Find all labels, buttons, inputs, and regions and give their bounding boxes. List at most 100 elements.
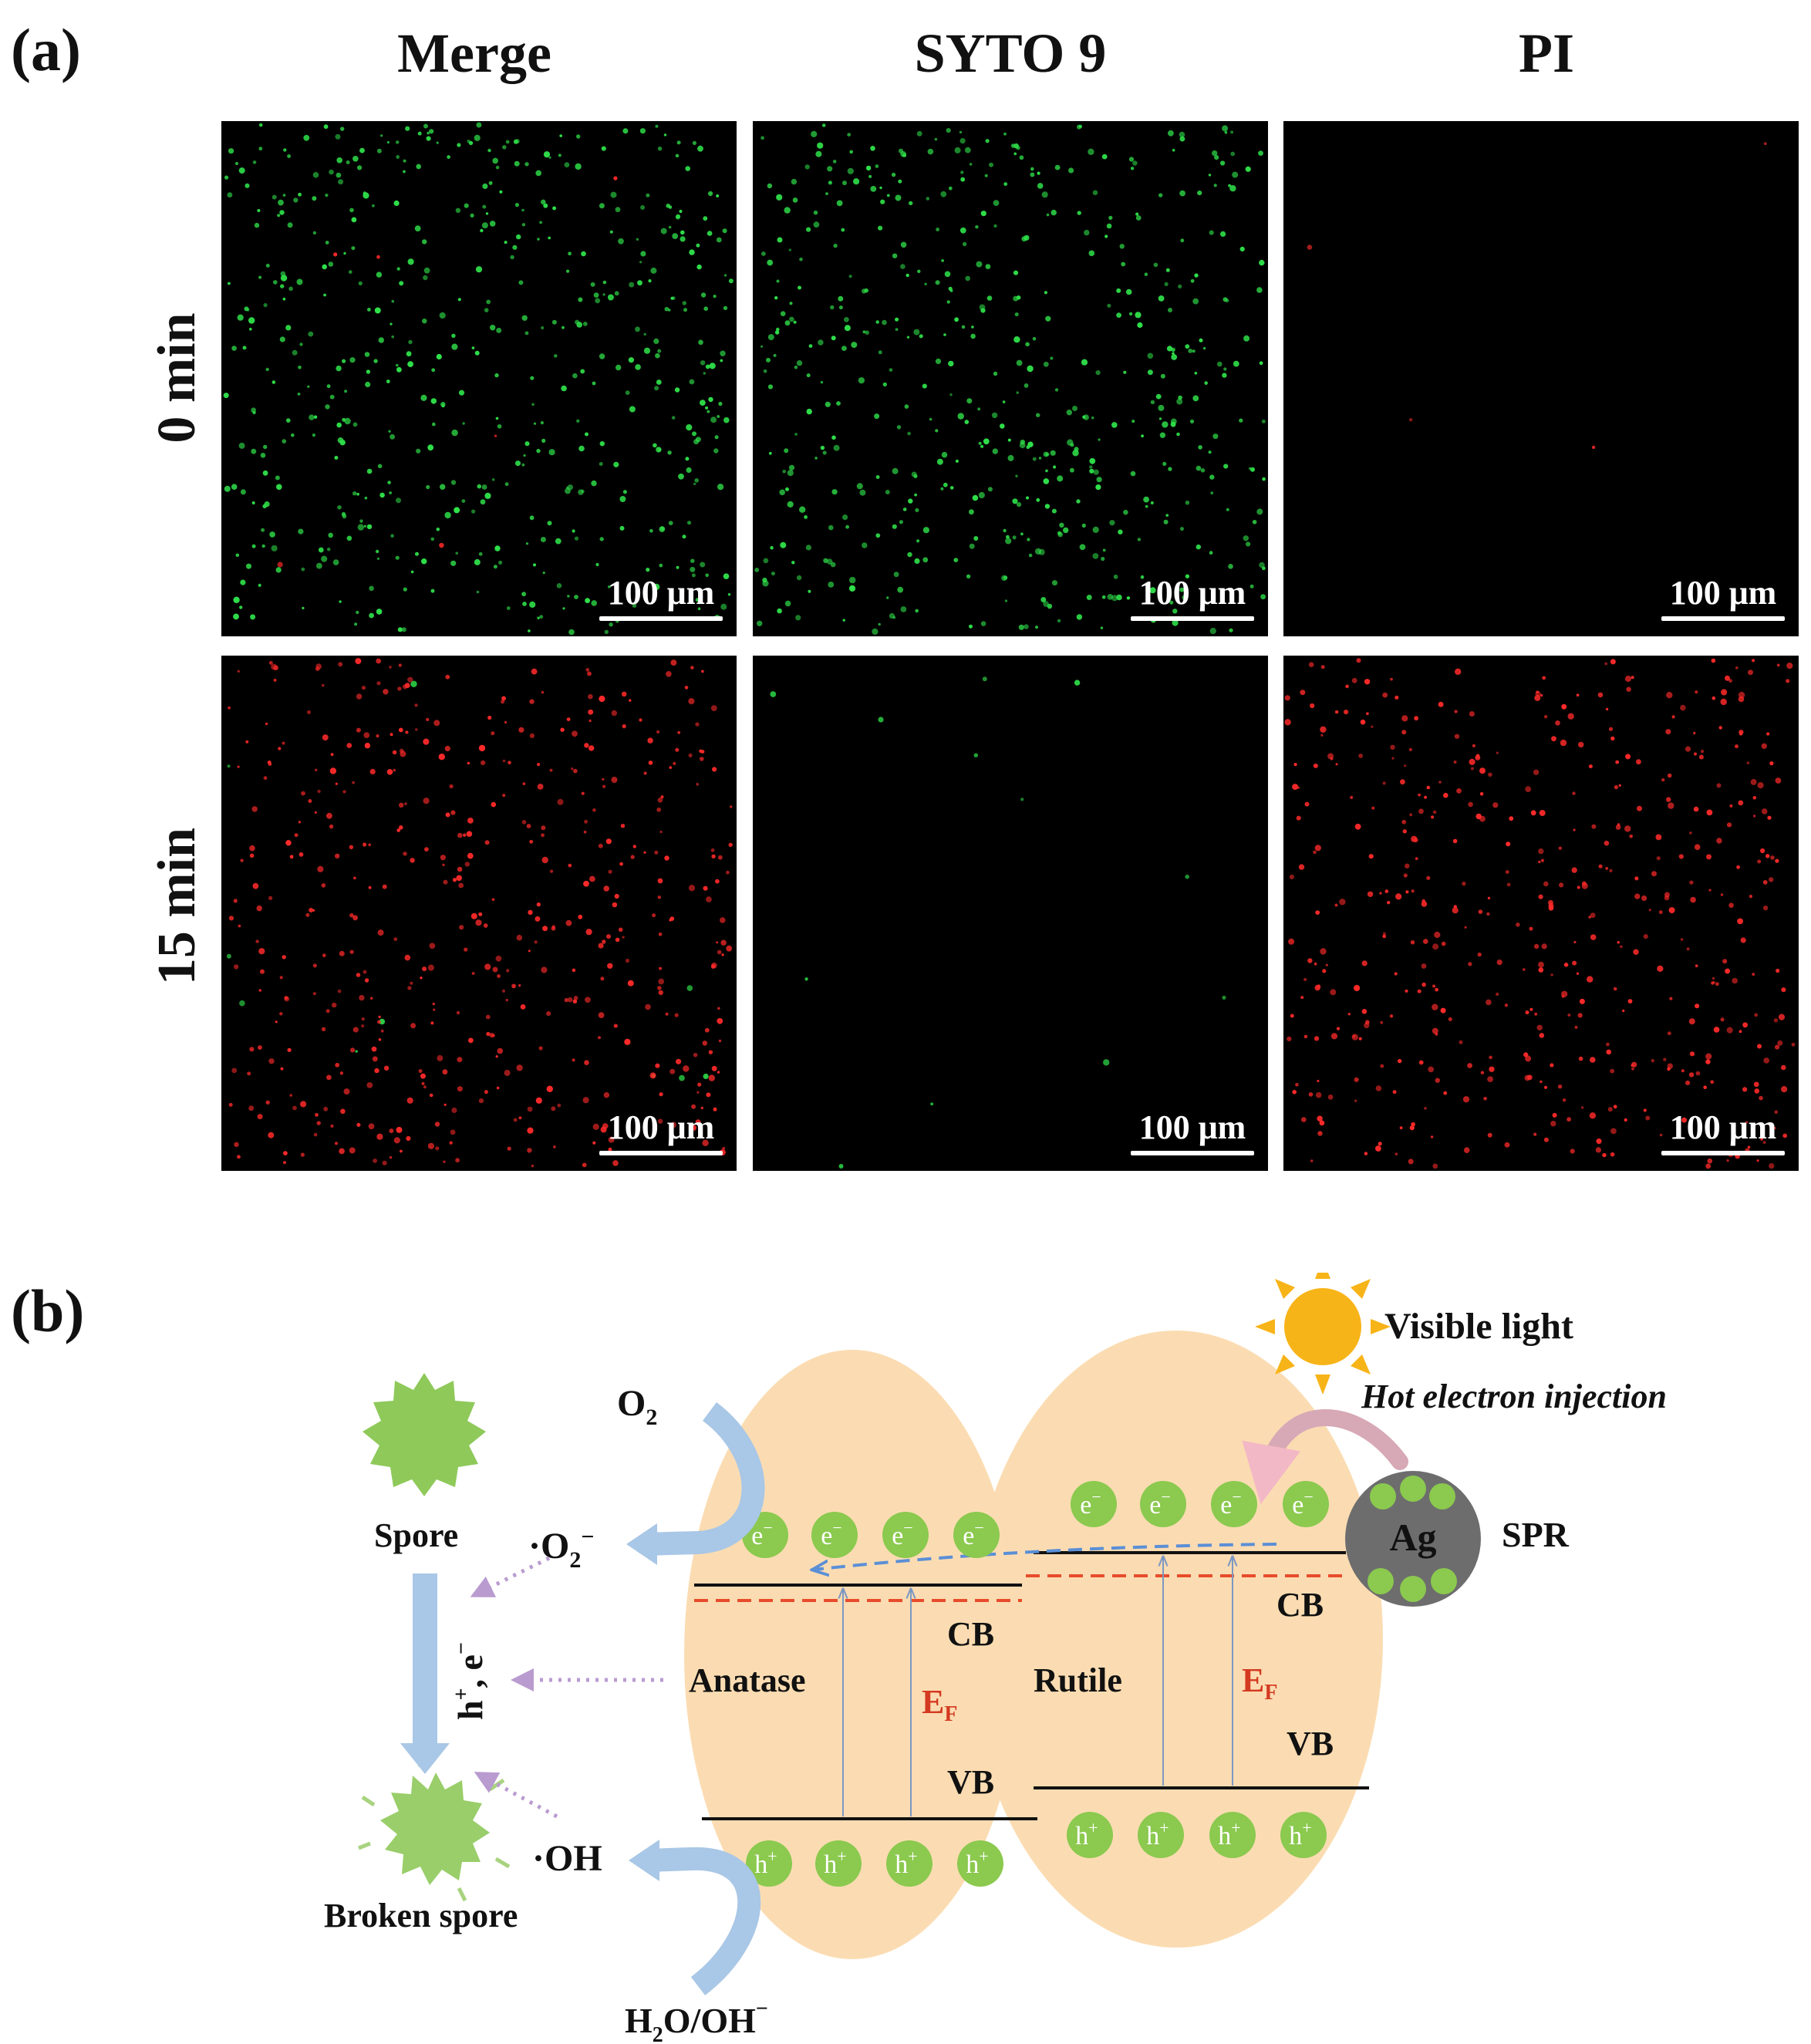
cell-dot <box>353 876 356 880</box>
cell-dot <box>1228 564 1233 569</box>
cell-dot <box>1538 894 1543 899</box>
cell-dot <box>1147 369 1153 376</box>
cell-dot <box>1725 968 1730 974</box>
cell-dot <box>376 681 381 686</box>
cell-dot <box>647 737 653 744</box>
cell-dot <box>1088 148 1094 155</box>
cell-dot <box>323 1106 329 1111</box>
cell-dot <box>439 312 446 319</box>
cell-dot <box>1171 354 1178 360</box>
cell-dot <box>490 325 496 331</box>
cell-dot <box>501 700 505 704</box>
cell-dot <box>820 380 824 384</box>
cell-dot <box>1765 854 1770 858</box>
cell-dot <box>1462 1096 1470 1103</box>
cell-dot <box>1098 438 1101 441</box>
cell-dot <box>1107 594 1114 600</box>
cell-dot <box>495 955 502 962</box>
cell-dot <box>1092 553 1099 559</box>
cell-dot <box>487 715 492 720</box>
cell-dot <box>1246 541 1251 547</box>
cell-dot <box>680 230 685 235</box>
cell-dot <box>836 401 841 406</box>
cell-dot <box>476 122 482 128</box>
cell-dot <box>1681 1117 1687 1123</box>
cell-dot <box>1435 987 1438 992</box>
cell-dot <box>512 245 518 250</box>
cell-dot <box>344 390 348 393</box>
cell-dot <box>430 1021 434 1025</box>
cell-dot <box>1358 1037 1362 1041</box>
cell-dot <box>601 146 606 151</box>
cell-dot <box>838 295 844 302</box>
cell-dot <box>1239 418 1243 423</box>
cell-dot <box>1256 287 1263 293</box>
cell-dot <box>1651 1059 1654 1063</box>
cell-dot <box>892 253 898 258</box>
cell-dot <box>1761 743 1767 749</box>
cell-dot <box>313 415 318 419</box>
cell-dot <box>785 487 789 491</box>
cell-dot <box>430 537 435 541</box>
cell-dot <box>1319 1120 1325 1126</box>
fluorescence-dots <box>754 123 1266 636</box>
cell-dot <box>346 743 352 748</box>
cell-dot <box>886 596 889 599</box>
cell-dot <box>1229 628 1233 632</box>
cell-dot <box>480 228 484 233</box>
cell-dot <box>377 464 383 469</box>
cell-dot <box>1296 815 1301 821</box>
cell-dot <box>1762 905 1769 911</box>
cell-dot <box>1775 1044 1780 1050</box>
cell-dot <box>390 322 393 325</box>
cell-dot <box>350 1047 356 1053</box>
cell-dot <box>238 167 245 174</box>
cell-dot <box>1059 522 1064 528</box>
cell-dot <box>817 142 824 149</box>
cell-dot <box>791 178 798 185</box>
cell-dot <box>422 966 427 972</box>
cell-dot <box>226 953 231 959</box>
cell-dot <box>603 885 609 892</box>
column-header-syto9: SYTO 9 <box>914 22 1107 84</box>
cell-dot <box>588 693 593 700</box>
cell-dot <box>1209 551 1213 555</box>
degradation-arrow-shaft <box>413 1573 437 1747</box>
cell-dot <box>365 978 369 983</box>
cell-dot <box>1322 969 1327 973</box>
cell-dot <box>423 275 428 281</box>
cell-dot <box>1135 212 1139 216</box>
cell-dot <box>346 160 350 164</box>
cell-dot <box>572 730 578 737</box>
cell-dot <box>656 379 662 385</box>
cell-dot <box>1315 910 1320 915</box>
cell-dot <box>1380 1064 1384 1068</box>
cell-dot <box>1308 662 1314 667</box>
cell-dot <box>1125 288 1132 295</box>
cell-dot <box>354 622 358 626</box>
cell-dot <box>1424 795 1427 799</box>
cell-dot <box>669 1068 676 1074</box>
cell-dot <box>679 210 683 213</box>
cell-dot <box>948 186 953 191</box>
cell-dot <box>316 1121 321 1125</box>
cell-dot <box>726 945 733 952</box>
cell-dot <box>392 750 397 755</box>
cell-dot <box>228 1102 233 1107</box>
cell-dot <box>906 336 910 339</box>
cell-dot <box>352 915 358 921</box>
cell-dot <box>305 912 310 917</box>
cell-dot <box>1320 734 1324 737</box>
cell-dot <box>1775 858 1779 863</box>
cell-dot <box>1100 626 1104 629</box>
cell-dot <box>1757 782 1764 789</box>
cell-dot <box>1618 784 1621 787</box>
cell-dot <box>335 1062 340 1068</box>
cell-dot <box>614 893 619 899</box>
cell-dot <box>660 795 664 799</box>
cell-dot <box>513 139 518 144</box>
cell-dot <box>762 577 767 583</box>
cell-dot <box>620 824 626 828</box>
cell-dot <box>1024 383 1029 388</box>
cell-dot <box>1757 1044 1762 1049</box>
